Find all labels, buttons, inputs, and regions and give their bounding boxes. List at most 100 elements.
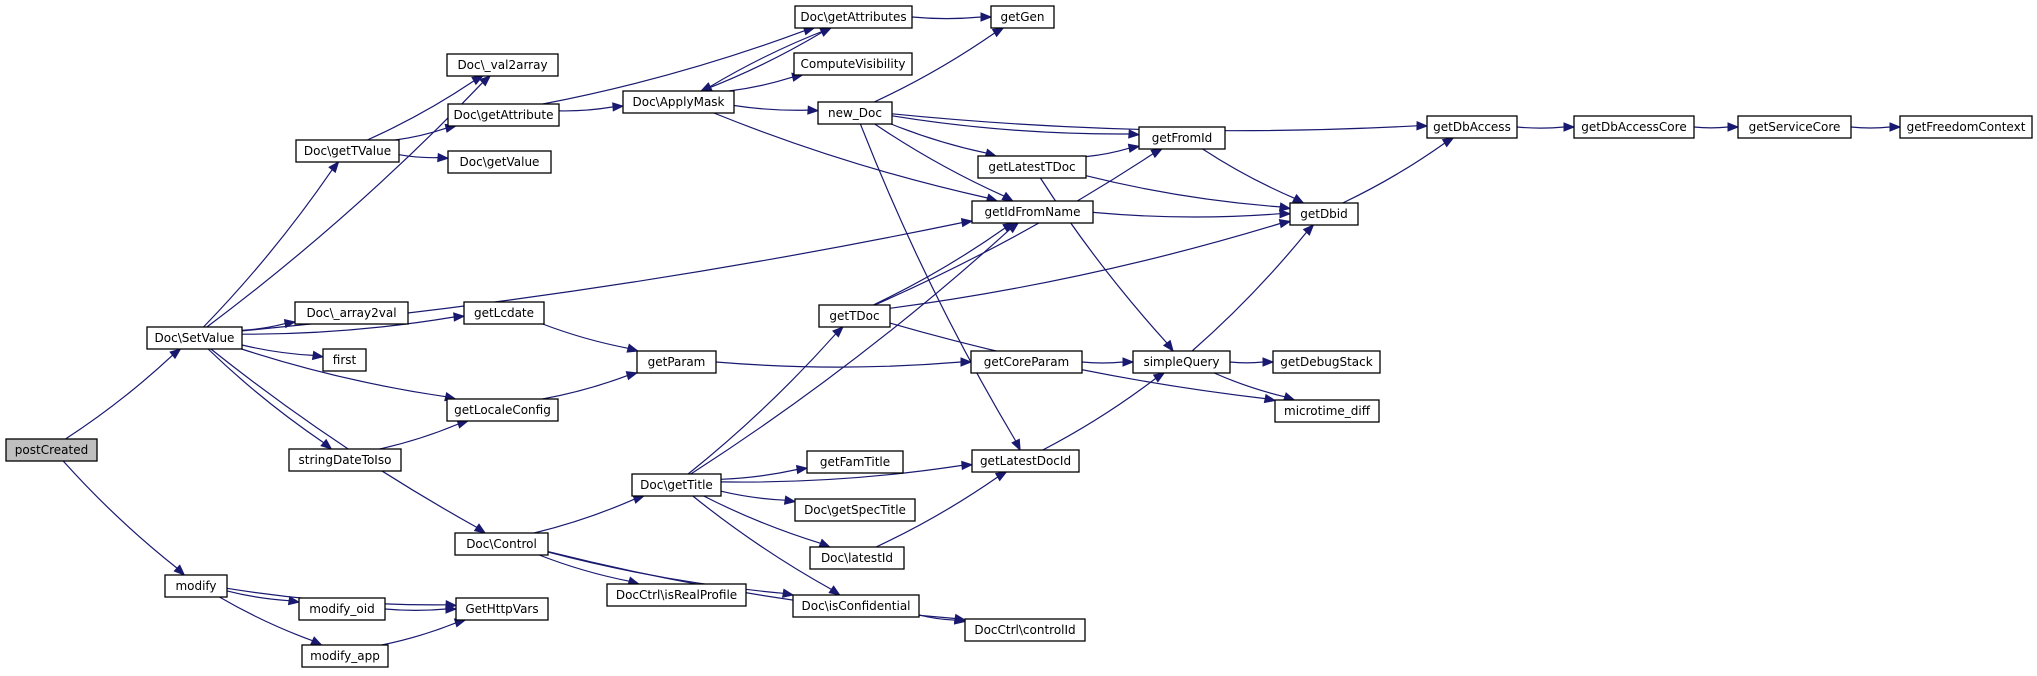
node-get-locale-config[interactable]: getLocaleConfig: [446, 398, 559, 422]
edge-line: [206, 82, 484, 328]
node-latest-id[interactable]: Doc\latestId: [809, 546, 905, 570]
node-is-confidential[interactable]: Doc\isConfidential: [792, 594, 920, 618]
node-label: Doc\getTitle: [640, 478, 713, 492]
edge-post-created-to-set-value: [65, 348, 182, 440]
edge-arrowhead: [445, 604, 458, 614]
node-get-attributes[interactable]: Doc\getAttributes: [794, 5, 913, 29]
node-label: modify: [175, 579, 216, 593]
edge-get-dbid-to-get-db-access: [1342, 137, 1455, 204]
node-box: [970, 350, 1083, 374]
node-label: getLatestDocId: [980, 454, 1071, 468]
node-get-db-access-core[interactable]: getDbAccessCore: [1573, 115, 1695, 139]
edge-line: [384, 608, 447, 611]
node-box: [1274, 399, 1380, 423]
node-microtime-diff[interactable]: microtime_diff: [1274, 399, 1380, 423]
node-get-http-vars[interactable]: GetHttpVars: [455, 597, 549, 621]
node-get-freedom-context[interactable]: getFreedomContext: [1899, 115, 2033, 139]
node-box: [971, 200, 1094, 224]
node-modify-app[interactable]: modify_app: [301, 644, 389, 668]
node-get-debug-stack[interactable]: getDebugStack: [1272, 350, 1381, 374]
edge-line: [1085, 175, 1281, 208]
node-modify-oid[interactable]: modify_oid: [298, 597, 386, 621]
node-get-title[interactable]: Doc\getTitle: [631, 473, 722, 497]
edge-post-created-to-modify: [62, 460, 186, 576]
node-get-param[interactable]: getParam: [636, 350, 717, 374]
node-get-attribute[interactable]: Doc\getAttribute: [447, 103, 560, 127]
node-post-created[interactable]: postCreated: [5, 438, 98, 462]
edge-arrowhead: [1263, 393, 1277, 404]
node-get-id-from-name[interactable]: getIdFromName: [971, 200, 1094, 224]
edge-simple-query-to-get-dbid: [1191, 224, 1315, 352]
node-array2val[interactable]: Doc\_array2val: [294, 301, 409, 325]
node-get-gen[interactable]: getGen: [990, 5, 1055, 29]
edge-get-attributes-to-apply-mask: [699, 27, 832, 92]
node-box: [794, 5, 913, 29]
node-get-latest-tdoc[interactable]: getLatestTDoc: [977, 155, 1087, 179]
node-set-value[interactable]: Doc\SetValue: [146, 326, 243, 350]
edge-line: [379, 423, 459, 450]
node-box: [606, 583, 747, 607]
edge-latest-id-to-get-latest-doc-id: [875, 471, 1008, 548]
node-get-db-access[interactable]: getDbAccess: [1426, 115, 1518, 139]
node-string-date-to-iso[interactable]: stringDateToIso: [288, 448, 402, 472]
node-label: Doc\latestId: [821, 551, 893, 565]
node-control[interactable]: Doc\Control: [454, 532, 549, 556]
node-label: microtime_diff: [1284, 404, 1371, 418]
edge-simple-query-to-get-debug-stack: [1229, 357, 1275, 367]
node-new-doc[interactable]: new_Doc: [817, 101, 893, 125]
node-apply-mask[interactable]: Doc\ApplyMask: [622, 90, 735, 114]
edge-arrowhead: [1889, 122, 1902, 132]
edge-set-value-to-control: [210, 348, 487, 534]
node-control-id[interactable]: DocCtrl\controlId: [964, 618, 1086, 642]
edge-arrowhead: [1291, 193, 1305, 204]
node-get-spec-title[interactable]: Doc\getSpecTitle: [794, 498, 916, 522]
node-get-service-core[interactable]: getServiceCore: [1737, 115, 1852, 139]
node-get-lcdate[interactable]: getLcdate: [463, 301, 545, 325]
node-get-core-param[interactable]: getCoreParam: [970, 350, 1083, 374]
node-box: [806, 450, 904, 474]
node-get-latest-doc-id[interactable]: getLatestDocId: [971, 449, 1080, 473]
node-label: Doc\Control: [466, 537, 537, 551]
edge-set-value-to-first: [241, 344, 325, 361]
node-label: Doc\getAttribute: [454, 108, 554, 122]
node-val2array[interactable]: Doc\_val2array: [446, 53, 559, 77]
node-compute-visibility[interactable]: ComputeVisibility: [793, 52, 913, 76]
node-get-tdoc[interactable]: getTDoc: [818, 304, 891, 328]
edge-get-tvalue-to-get-attribute: [395, 123, 458, 141]
node-box: [971, 449, 1080, 473]
node-modify[interactable]: modify: [164, 574, 228, 598]
edge-arrowhead: [960, 217, 974, 228]
node-get-fam-title[interactable]: getFamTitle: [806, 450, 904, 474]
edge-line: [733, 104, 809, 111]
node-get-value[interactable]: Doc\getValue: [447, 150, 552, 174]
edge-line: [226, 590, 290, 602]
node-is-real-profile[interactable]: DocCtrl\isRealProfile: [606, 583, 747, 607]
edge-arrowhead: [1262, 357, 1275, 367]
node-label: stringDateToIso: [299, 453, 392, 467]
node-get-tvalue[interactable]: Doc\getTValue: [295, 139, 400, 163]
node-label: modify_app: [310, 649, 380, 663]
node-label: Doc\getTValue: [304, 144, 391, 158]
edge-line: [207, 348, 325, 444]
node-get-dbid[interactable]: getDbid: [1289, 202, 1359, 226]
edge-line: [210, 348, 478, 528]
node-simple-query[interactable]: simpleQuery: [1132, 350, 1231, 374]
edge-arrowhead: [612, 102, 625, 112]
edge-line: [65, 354, 174, 440]
node-box: [636, 350, 717, 374]
edge-line: [1092, 211, 1281, 218]
edge-arrowhead: [173, 564, 186, 576]
node-box: [447, 150, 552, 174]
node-get-from-id[interactable]: getFromId: [1138, 126, 1226, 150]
node-first[interactable]: first: [322, 348, 367, 372]
edge-arrowhead: [991, 27, 1005, 38]
node-box: [446, 398, 559, 422]
edge-arrowhead: [310, 636, 323, 646]
edge-line: [728, 76, 793, 92]
edge-get-title-to-get-spec-title: [720, 490, 797, 505]
edge-arrowhead: [169, 348, 182, 360]
node-box: [288, 448, 402, 472]
node-box: [454, 532, 549, 556]
edge-arrowhead: [437, 152, 450, 163]
